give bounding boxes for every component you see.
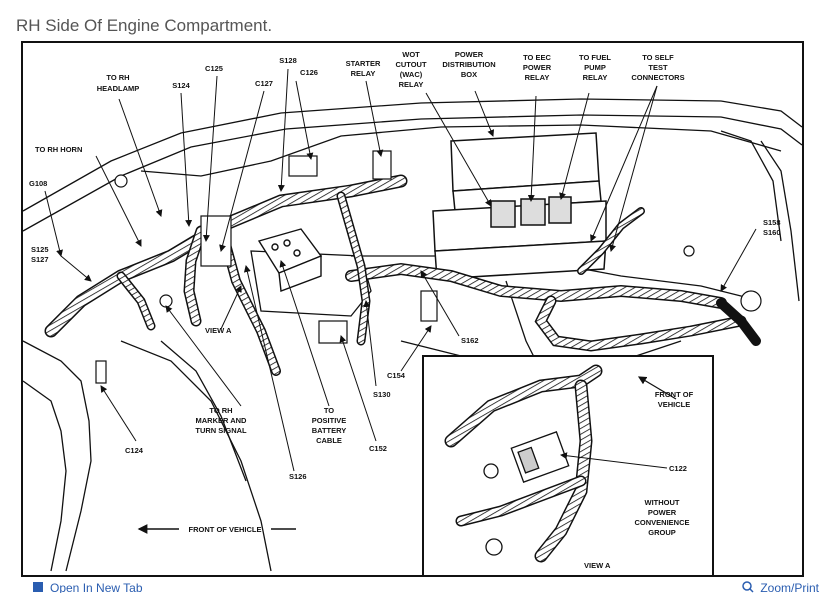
label-s130: S130 <box>373 390 391 399</box>
label-view-a-pointer: VIEW A <box>205 326 232 335</box>
label-without-power-convenience: WITHOUT POWER CONVENIENCE GROUP <box>634 498 689 537</box>
svg-text:CUTOUT: CUTOUT <box>395 60 427 69</box>
label-to-eec-power-relay: TO EEC POWER RELAY <box>523 53 552 82</box>
svg-text:FRONT OF: FRONT OF <box>655 390 694 399</box>
svg-text:POSITIVE: POSITIVE <box>312 416 347 425</box>
label-front-of-vehicle-inset: FRONT OF VEHICLE <box>655 390 694 409</box>
engine-wiring-diagram: TO RH HEADLAMP S124 C125 C127 S128 C126 … <box>21 41 804 577</box>
image-actions-bar: Open In New Tab Zoom/Print <box>0 579 827 593</box>
label-c125: C125 <box>205 64 223 73</box>
svg-text:CABLE: CABLE <box>316 436 342 445</box>
zoom-print-label: Zoom/Print <box>760 581 819 593</box>
battery-junction-block <box>257 228 323 292</box>
svg-text:TEST: TEST <box>648 63 668 72</box>
svg-text:TO RH: TO RH <box>209 406 232 415</box>
label-c154: C154 <box>387 371 406 380</box>
new-tab-icon <box>33 582 43 592</box>
label-power-distribution-box: POWER DISTRIBUTION BOX <box>442 50 495 79</box>
page-title: RH Side Of Engine Compartment. <box>16 16 273 35</box>
svg-text:TO EEC: TO EEC <box>523 53 551 62</box>
label-view-a-inset: VIEW A <box>584 561 611 570</box>
svg-text:(WAC): (WAC) <box>400 70 423 79</box>
label-s158: S158 <box>763 218 781 227</box>
label-wot-relay: WOT CUTOUT (WAC) RELAY <box>395 50 427 89</box>
label-g108: G108 <box>29 179 47 188</box>
svg-text:MARKER AND: MARKER AND <box>196 416 248 425</box>
open-new-tab-link[interactable]: Open In New Tab <box>32 581 143 593</box>
svg-text:TO SELF: TO SELF <box>642 53 674 62</box>
label-s160: S160 <box>763 228 781 237</box>
label-c126: C126 <box>300 68 318 77</box>
label-s127: S127 <box>31 255 49 264</box>
label-to-rh-headlamp: TO RH HEADLAMP <box>97 73 140 93</box>
svg-text:TURN SIGNAL: TURN SIGNAL <box>195 426 247 435</box>
svg-text:TO FUEL: TO FUEL <box>579 53 611 62</box>
svg-text:VEHICLE: VEHICLE <box>658 400 691 409</box>
label-s125: S125 <box>31 245 49 254</box>
label-to-positive-battery: TO POSITIVE BATTERY CABLE <box>312 406 347 445</box>
svg-text:PUMP: PUMP <box>584 63 606 72</box>
svg-text:BOX: BOX <box>461 70 477 79</box>
label-c127: C127 <box>255 79 273 88</box>
label-s128: S128 <box>279 56 297 65</box>
label-s124: S124 <box>172 81 190 90</box>
label-starter-relay: STARTER RELAY <box>346 59 381 78</box>
svg-text:STARTER: STARTER <box>346 59 381 68</box>
open-new-tab-label: Open In New Tab <box>50 581 143 593</box>
label-to-rh-horn: TO RH HORN <box>35 145 82 154</box>
label-to-rh-headlamp-2: HEADLAMP <box>97 84 140 93</box>
label-to-rh-marker: TO RH MARKER AND TURN SIGNAL <box>195 406 247 435</box>
svg-text:WITHOUT: WITHOUT <box>645 498 680 507</box>
svg-text:DISTRIBUTION: DISTRIBUTION <box>442 60 495 69</box>
label-front-of-vehicle-main: FRONT OF VEHICLE <box>189 525 262 534</box>
leader-lines <box>44 68 757 472</box>
label-s126: S126 <box>289 472 307 481</box>
svg-text:WOT: WOT <box>402 50 420 59</box>
power-distribution-box <box>432 132 607 280</box>
label-s162: S162 <box>461 336 479 345</box>
zoom-icon <box>742 581 754 593</box>
label-c124: C124 <box>125 446 144 455</box>
label-c152: C152 <box>369 444 387 453</box>
label-to-rh-headlamp-1: TO RH <box>106 73 129 82</box>
label-c122: C122 <box>669 464 687 473</box>
label-to-fuel-pump-relay: TO FUEL PUMP RELAY <box>579 53 611 82</box>
svg-text:RELAY: RELAY <box>351 69 376 78</box>
svg-text:RELAY: RELAY <box>525 73 550 82</box>
view-a-inset: FRONT OF VEHICLE C122 WITHOUT POWER CONV… <box>422 355 714 577</box>
svg-text:TO: TO <box>324 406 334 415</box>
svg-text:CONVENIENCE: CONVENIENCE <box>634 518 689 527</box>
svg-text:RELAY: RELAY <box>399 80 424 89</box>
zoom-print-link[interactable]: Zoom/Print <box>742 581 819 593</box>
wire-harness <box>44 174 761 376</box>
svg-text:POWER: POWER <box>523 63 552 72</box>
label-to-self-test-connectors: TO SELF TEST CONNECTORS <box>631 53 684 82</box>
connectors <box>95 150 762 384</box>
svg-text:RELAY: RELAY <box>583 73 608 82</box>
svg-text:POWER: POWER <box>648 508 677 517</box>
svg-text:POWER: POWER <box>455 50 484 59</box>
svg-text:BATTERY: BATTERY <box>312 426 347 435</box>
svg-text:GROUP: GROUP <box>648 528 676 537</box>
svg-text:CONNECTORS: CONNECTORS <box>631 73 684 82</box>
